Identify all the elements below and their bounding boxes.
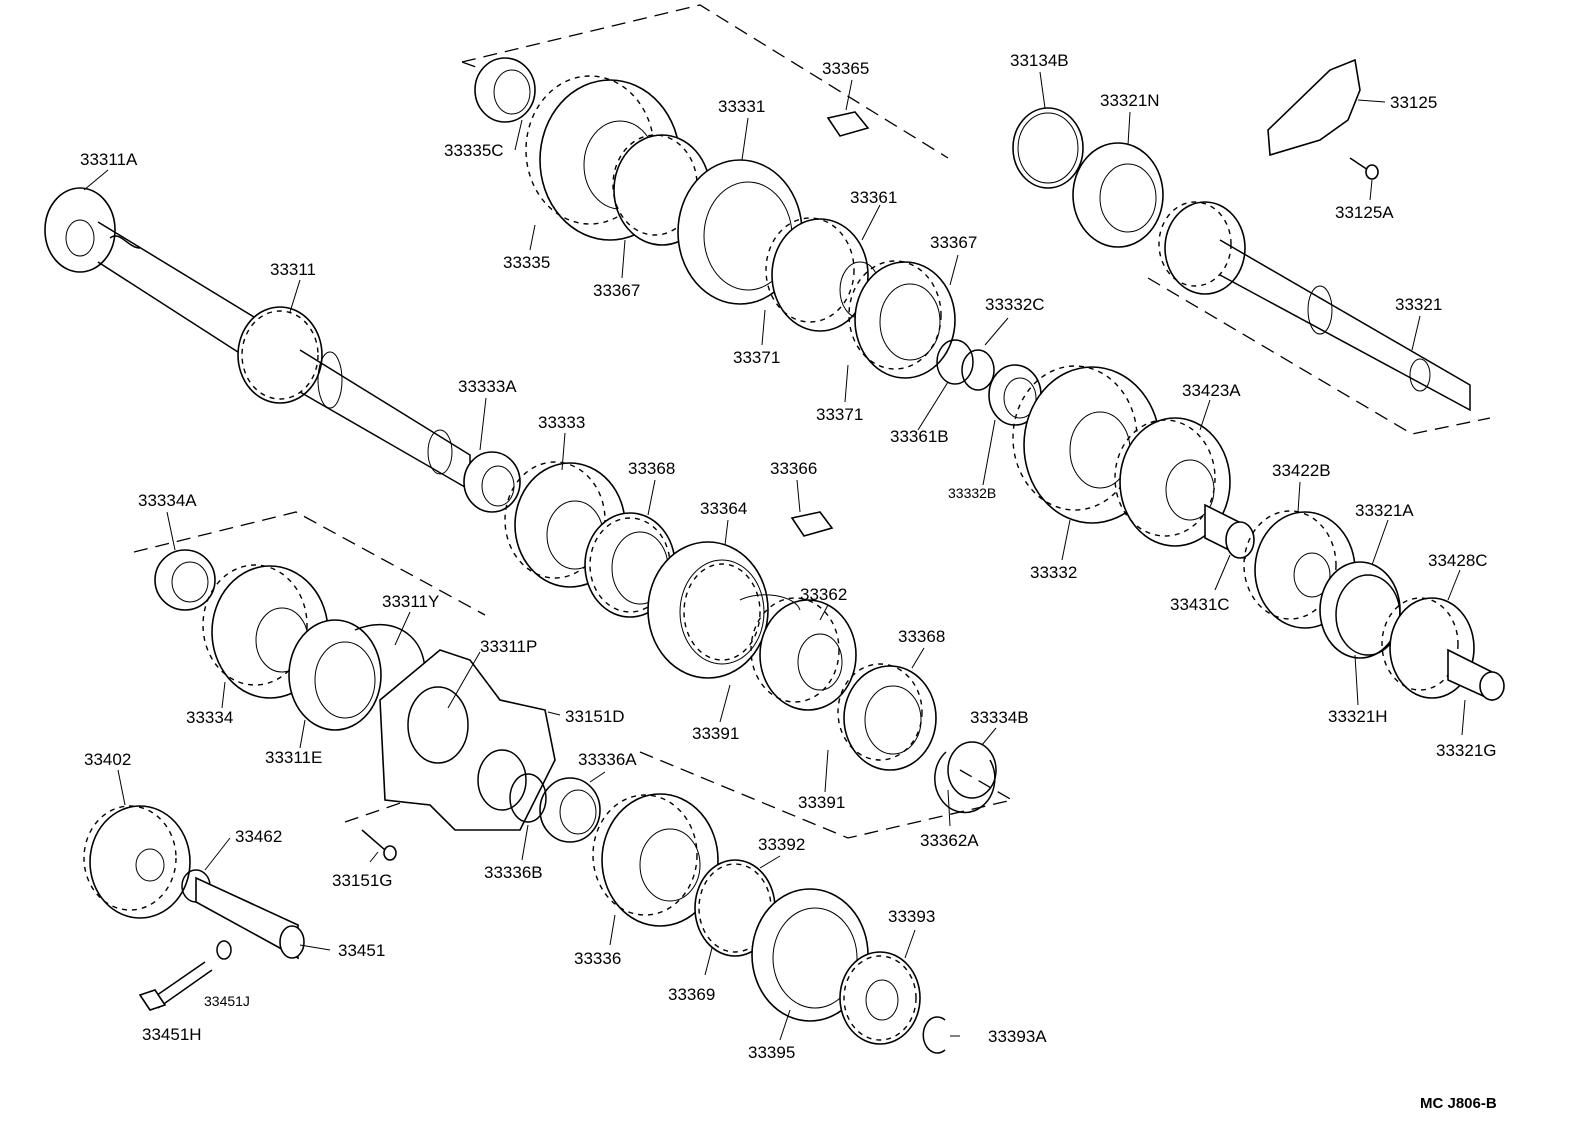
label-33336b: 33336B: [484, 863, 543, 882]
screw-33151g: [361, 829, 397, 861]
label-33451: 33451: [338, 941, 385, 960]
label-33395: 33395: [748, 1043, 795, 1062]
label-33336a: 33336A: [578, 750, 637, 769]
snap-ring-33361b: [936, 339, 974, 385]
snap-ring-33393a: [922, 1016, 946, 1054]
label-33334: 33334: [186, 708, 233, 727]
retainer-plate-33151d: [379, 649, 556, 831]
label-33321: 33321: [1395, 295, 1442, 314]
label-33366: 33366: [770, 459, 817, 478]
label-33451j: 33451J: [204, 993, 250, 1009]
label-33362: 33362: [800, 585, 847, 604]
label-33423a: 33423A: [1182, 381, 1241, 400]
label-33151d: 33151D: [565, 707, 625, 726]
hub-33361: [765, 217, 881, 332]
label-33364: 33364: [700, 499, 747, 518]
label-33369: 33369: [668, 985, 715, 1004]
gear-33423a: [1114, 417, 1231, 547]
spacer-33336b: [509, 773, 547, 823]
label-33362a: 33362A: [920, 831, 979, 850]
label-33332c: 33332C: [985, 295, 1045, 314]
bolt-33125a: [1349, 157, 1379, 180]
synchro-ring-33367-lower: [848, 260, 956, 379]
label-33311a: 33311A: [80, 150, 138, 169]
key-33365: [826, 111, 870, 137]
label-33321n: 33321N: [1100, 91, 1160, 110]
leader-lines: [83, 71, 1466, 1041]
spacer-33332c: [961, 349, 995, 391]
label-33431c: 33431C: [1170, 595, 1230, 614]
label-33321h: 33321H: [1328, 707, 1388, 726]
label-33311p: 33311P: [480, 637, 537, 656]
label-33311: 33311: [270, 260, 316, 279]
label-33391-lower: 33391: [798, 793, 845, 812]
needle-bearing-33336a: [539, 777, 601, 843]
label-33402: 33402: [84, 750, 131, 769]
bracket-33125: [1267, 58, 1361, 157]
label-33367-right: 33367: [930, 233, 977, 252]
diagram-code: MC J806-B: [1420, 1095, 1497, 1112]
label-33321g: 33321G: [1436, 741, 1497, 760]
label-33365: 33365: [822, 59, 869, 78]
bolt-33451h: [138, 961, 213, 1011]
gear-33336: [592, 793, 719, 927]
label-33334b: 33334B: [970, 708, 1029, 727]
label-33333a: 33333A: [458, 377, 517, 396]
snap-ring-33362a: [934, 741, 997, 814]
label-33134b: 33134B: [1010, 51, 1069, 70]
label-33332: 33332: [1030, 563, 1077, 582]
label-33371-lower: 33371: [816, 405, 863, 424]
label-33422b: 33422B: [1272, 461, 1331, 480]
synchro-ring-33368-lower: [837, 663, 937, 771]
label-33392: 33392: [758, 835, 805, 854]
label-33335c: 33335C: [444, 141, 504, 160]
label-33125: 33125: [1390, 93, 1437, 112]
label-33334a: 33334A: [138, 491, 197, 510]
needle-bearing-33334a: [154, 549, 216, 611]
upper-group-outline: [461, 4, 949, 159]
hub-sleeve-33364: [647, 541, 769, 679]
shifting-key-33366: [790, 511, 834, 537]
label-33361: 33361: [850, 188, 897, 207]
label-33371-upper: 33371: [733, 348, 780, 367]
label-33428c: 33428C: [1428, 551, 1488, 570]
output-shaft-outline: [1147, 277, 1491, 435]
label-33368-lower: 33368: [898, 627, 945, 646]
synchro-ring-33311e: [288, 619, 426, 731]
label-33332b: 33332B: [948, 485, 996, 501]
label-33393: 33393: [888, 907, 935, 926]
label-33333: 33333: [538, 413, 585, 432]
label-33393a: 33393A: [988, 1027, 1047, 1046]
label-33311y: 33311Y: [382, 592, 439, 611]
label-33125a: 33125A: [1335, 203, 1394, 222]
needle-bearing-33335c: [474, 57, 536, 123]
label-33391-upper: 33391: [692, 724, 739, 743]
label-33331: 33331: [718, 97, 765, 116]
label-33451h: 33451H: [142, 1025, 202, 1044]
nut-33321g: [1447, 648, 1505, 702]
clutch-hub-33362: [739, 594, 857, 711]
output-shaft-33321: [1012, 107, 1471, 412]
label-33311e: 33311E: [265, 748, 322, 767]
washer-33451j: [216, 940, 232, 960]
input-shaft: [44, 187, 471, 492]
label-33368-upper: 33368: [628, 459, 675, 478]
label-33462: 33462: [235, 827, 282, 846]
needle-bearing-33332b: [988, 364, 1042, 426]
label-33336: 33336: [574, 949, 621, 968]
label-33367-left: 33367: [593, 281, 640, 300]
label-33321a: 33321A: [1355, 501, 1414, 520]
lower-group-outline: [133, 511, 1014, 839]
needle-bearing-33333a: [463, 451, 521, 513]
label-33151g: 33151G: [332, 871, 393, 890]
label-33361b: 33361B: [890, 427, 949, 446]
reverse-idler-gear-33402: [83, 805, 191, 919]
label-33335: 33335: [503, 253, 550, 272]
spacer-33431c: [1204, 503, 1255, 560]
hub-33393: [839, 951, 921, 1045]
bearing-33321a: [1319, 561, 1401, 659]
idler-shaft-33451: [195, 876, 305, 960]
